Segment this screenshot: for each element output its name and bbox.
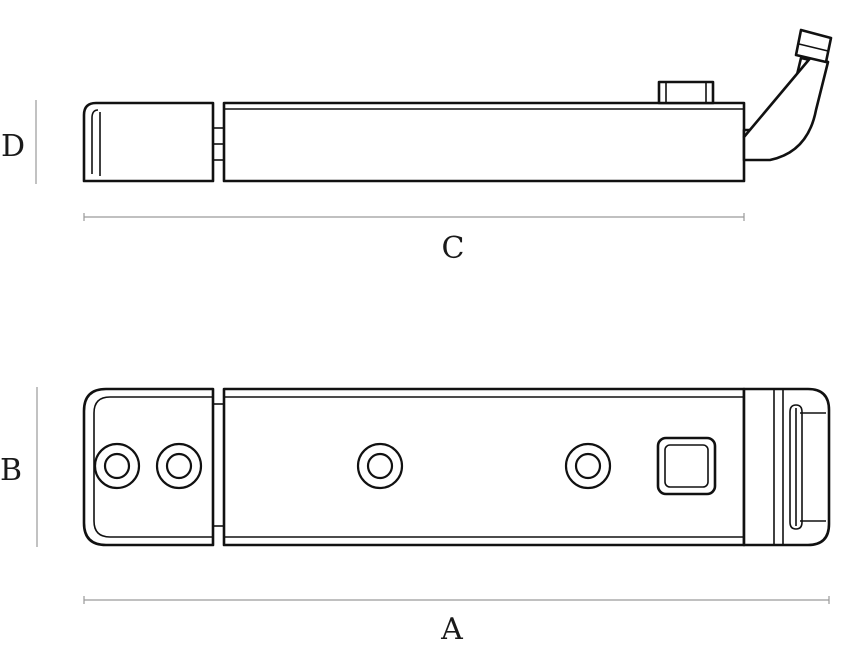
front-view-end-cap [82, 387, 215, 547]
side-view-main-body [222, 101, 746, 183]
dimension-c-label: C [442, 231, 465, 266]
front-view-square-button-inner [664, 444, 709, 488]
dimension-b: B [0, 387, 38, 547]
side-view-end-cap [82, 101, 215, 183]
screw-hole [93, 442, 141, 490]
side-view-end-cap-inner-edge [91, 109, 99, 174]
side-view-handle-tip-ridge [798, 43, 829, 52]
dimension-a: A [83, 596, 830, 647]
front-view-right-end [742, 387, 831, 547]
screw-hole [564, 442, 612, 490]
front-view [82, 387, 831, 547]
screw-hole [356, 442, 404, 490]
dimension-a-label: A [440, 612, 463, 647]
dimension-d: D [1, 100, 37, 184]
dimension-c: C [83, 213, 745, 266]
front-view-hinge-gap [212, 403, 225, 527]
side-view [82, 28, 833, 183]
side-view-handle-tip [794, 28, 833, 64]
front-view-square-button [656, 436, 717, 496]
dimension-b-label: B [0, 453, 22, 488]
side-view-bent-handle-lower [742, 54, 830, 162]
screw-hole [155, 442, 203, 490]
side-view-knob [657, 80, 715, 105]
front-view-right-end-slot [789, 404, 803, 530]
dimension-d-label: D [1, 129, 25, 164]
